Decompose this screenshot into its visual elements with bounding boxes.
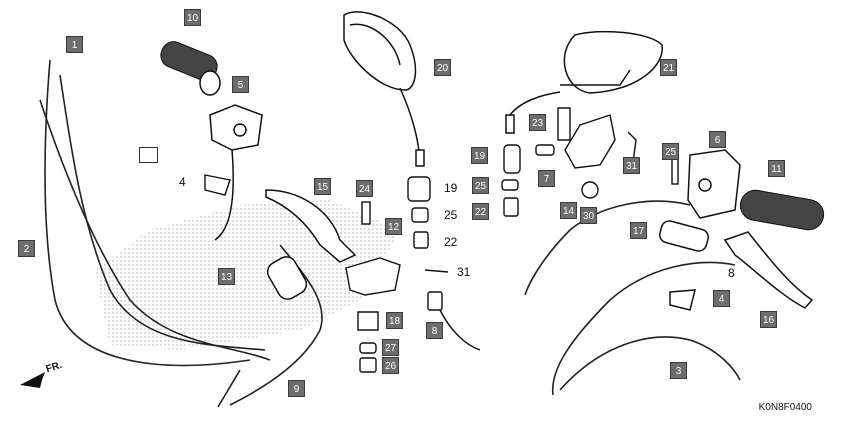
callout-8-plain: 8 [728,266,735,280]
callout-13: 13 [218,268,235,285]
callout-9: 9 [288,380,305,397]
right-grip-drawing [739,189,825,231]
left-grip-drawing [160,41,221,96]
callout-24: 24 [356,180,373,197]
right-switch-drawing [687,149,741,219]
callout-31-plain: 31 [457,265,471,279]
callout-6: 6 [709,131,726,148]
callout-5: 5 [232,76,249,93]
right-mirror-drawing [505,30,663,134]
callout-10: 10 [184,9,201,26]
callout-16: 16 [760,311,777,328]
left-switch-drawing [209,104,263,241]
right-hardware [501,107,679,217]
callout-19-plain: 19 [444,181,458,195]
callout-4-right: 4 [713,290,730,307]
fr-arrow-icon [20,372,45,388]
callout-22-plain: 22 [444,235,458,249]
left-cables [39,59,323,408]
callout-4-left: 4 [179,175,186,189]
left-lever-drawing [265,189,357,300]
callout-26: 26 [382,357,399,374]
callout-20: 20 [434,59,451,76]
callout-31: 31 [623,157,640,174]
left-mirror-drawing [343,11,425,167]
diagram-code: K0N8F0400 [758,402,812,413]
callout-25-right: 25 [662,143,679,160]
callout-3: 3 [670,362,687,379]
callout-25-left: 25 [472,177,489,194]
callout-25-plain: 25 [444,208,458,222]
unlabeled-callout [139,147,158,163]
callout-18: 18 [386,312,403,329]
callout-2: 2 [18,240,35,257]
callout-23: 23 [529,114,546,131]
callout-1: 1 [66,36,83,53]
callout-11: 11 [768,160,785,177]
callout-22: 22 [472,203,489,220]
right-cables [524,200,741,396]
right-lever-drawing [659,220,814,311]
callout-30: 30 [580,207,597,224]
callout-7: 7 [538,170,555,187]
callout-17: 17 [630,222,647,239]
callout-27: 27 [382,339,399,356]
callout-19: 19 [471,147,488,164]
callout-14: 14 [560,202,577,219]
callout-8: 8 [426,322,443,339]
callout-12: 12 [385,218,402,235]
callout-15: 15 [314,178,331,195]
callout-21: 21 [660,59,677,76]
hardware-column [345,176,481,373]
